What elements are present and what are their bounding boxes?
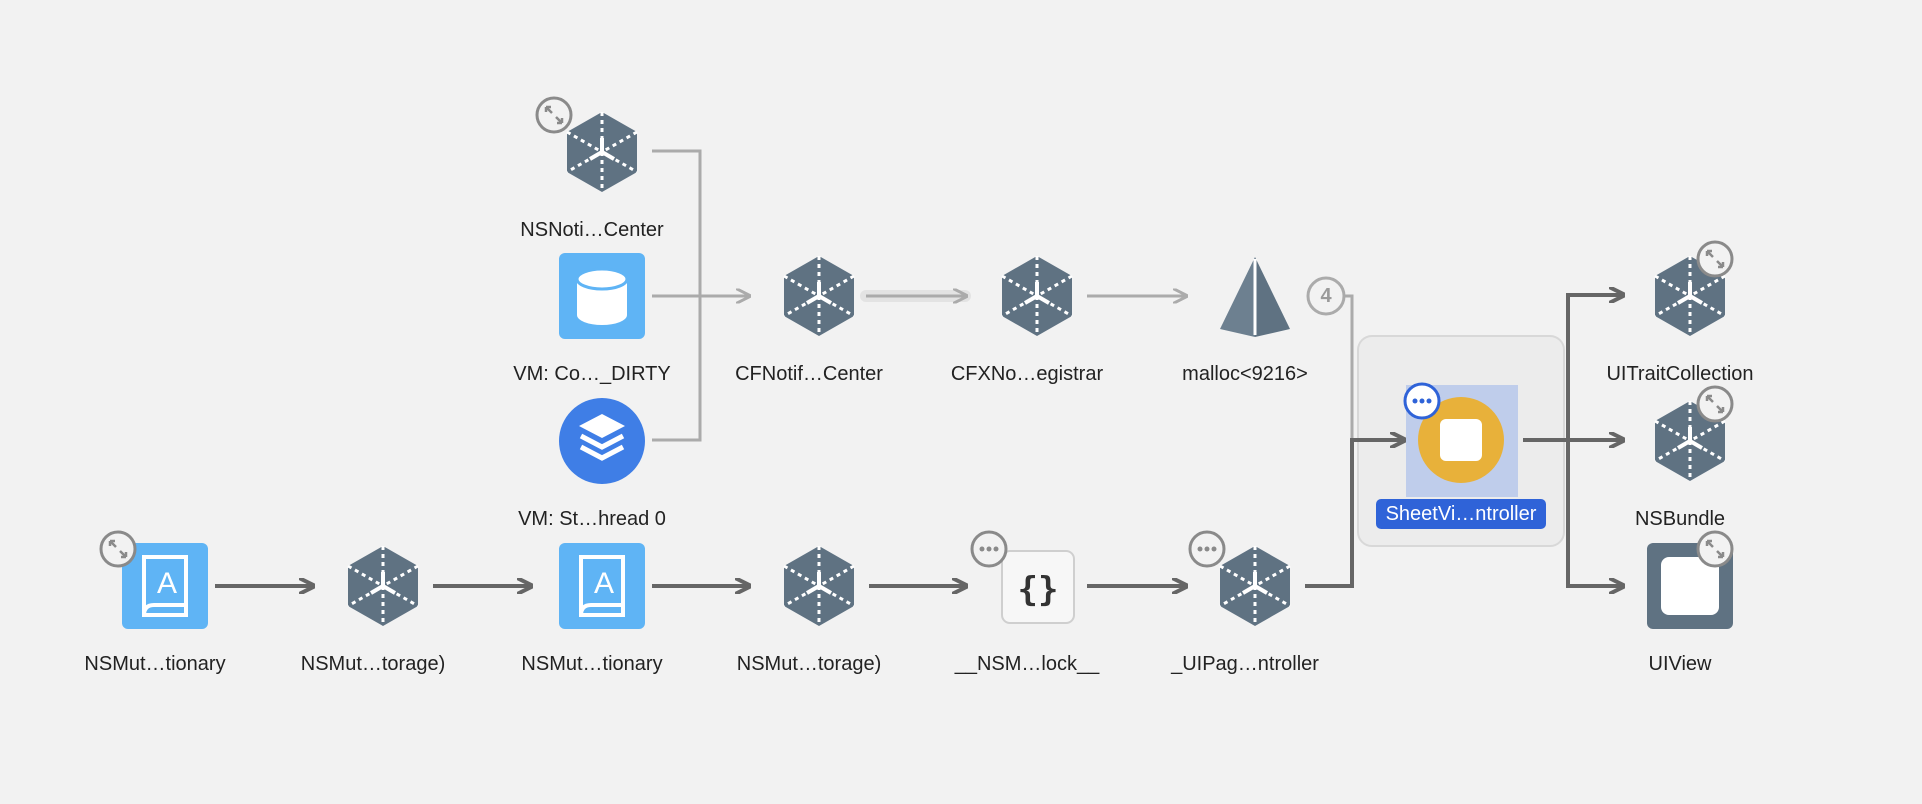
node-nsm-lock[interactable]: {} __NSM…lock__ [955,530,1099,675]
node-label: NSMut…tionary [84,653,226,675]
expand-icon[interactable] [1695,529,1735,569]
node-label: __NSM…lock__ [954,653,1100,675]
cube-object-icon [1219,546,1291,626]
node-label: CFXNo…egistrar [950,363,1104,385]
node-ns-noti-center[interactable]: NSNoti…Center [520,96,664,241]
count-text: 4 [1320,285,1332,307]
edges-dark [215,295,1622,586]
node-vm-st-hread-0[interactable]: VM: St…hread 0 [518,396,666,530]
expand-icon[interactable] [1695,239,1735,279]
node-ui-trait-collection[interactable]: UITraitCollection [1606,240,1754,385]
expand-icon[interactable] [1695,384,1735,424]
node-sheet-vi-controller[interactable]: SheetVi…ntroller [1375,382,1547,529]
node-cf-notif-center[interactable]: CFNotif…Center [735,251,883,385]
node-nsmut-torage-1[interactable]: NSMut…torage) [301,541,445,675]
dictionary-book-icon: A [122,543,208,629]
node-label: UIView [1648,653,1712,675]
svg-text:{}: {} [1018,570,1059,610]
node-cfx-no-registrar[interactable]: CFXNo…egistrar [951,251,1103,385]
node-label: malloc<9216> [1182,363,1308,385]
more-icon[interactable] [969,529,1009,569]
more-icon[interactable] [1187,529,1227,569]
expand-icon[interactable] [534,95,574,135]
svg-text:A: A [594,567,614,600]
node-label: NSMut…tionary [521,653,663,675]
more-icon[interactable] [1402,381,1442,421]
pyramid-icon [1220,257,1290,337]
database-icon [559,253,645,339]
stack-layers-icon [559,398,645,484]
node-label: NSMut…torage) [300,653,446,675]
node-label-selected: SheetVi…ntroller [1351,499,1571,529]
count-circle-icon [1306,276,1346,316]
cube-object-icon [783,256,855,336]
cube-object-icon [1654,401,1726,481]
cube-object-icon [1654,256,1726,336]
cube-object-icon [1001,256,1073,336]
edges-light [652,149,1354,442]
node-nsmut-tionary-1[interactable]: A NSMut…tionary [84,530,226,675]
node-ui-view[interactable]: UIView [1610,530,1750,675]
node-label: _UIPag…ntroller [1171,653,1319,675]
node-uipag-ntroller[interactable]: _UIPag…ntroller [1171,530,1319,675]
expand-icon[interactable] [98,529,138,569]
cube-object-icon [783,546,855,626]
node-nsmut-torage-2[interactable]: NSMut…torage) [737,541,881,675]
node-label: NSBundle [1634,508,1726,530]
node-label: NSMut…torage) [736,653,882,675]
cube-object-icon [566,112,638,192]
selected-label-text: SheetVi…ntroller [1375,499,1547,529]
dictionary-book-icon: A [559,543,645,629]
svg-text:A: A [157,567,177,600]
node-label: NSNoti…Center [520,219,664,241]
reference-count-badge[interactable]: 4 [1305,275,1347,317]
node-label: UITraitCollection [1606,363,1754,385]
node-label: VM: St…hread 0 [518,508,666,530]
node-ns-bundle[interactable]: NSBundle [1610,385,1750,530]
curly-braces-icon: {} [1001,550,1075,624]
node-vm-co-dirty[interactable]: VM: Co…_DIRTY [513,251,671,385]
node-malloc[interactable]: malloc<9216> [1175,251,1315,385]
node-nsmut-tionary-2[interactable]: A NSMut…tionary [521,541,663,675]
view-controller-icon [1418,397,1504,483]
node-label: CFNotif…Center [735,363,883,385]
cube-object-icon [347,546,419,626]
node-label: VM: Co…_DIRTY [513,363,671,385]
